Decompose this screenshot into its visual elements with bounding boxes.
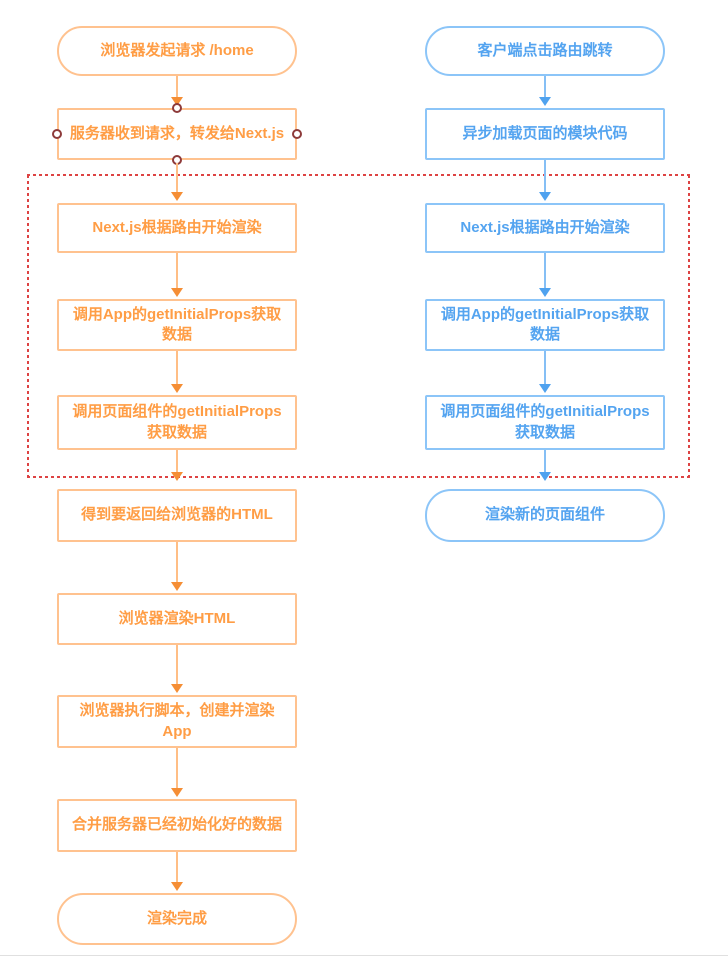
node-page-getinitialprops-server[interactable]: 调用页面组件的getInitialProps获取数据 <box>57 395 297 450</box>
node-page-getinitialprops-client[interactable]: 调用页面组件的getInitialProps获取数据 <box>425 395 665 450</box>
node-browser-execute-script[interactable]: 浏览器执行脚本，创建并渲染App <box>57 695 297 748</box>
node-label: 浏览器渲染HTML <box>118 609 236 627</box>
bottom-divider <box>0 955 728 956</box>
node-label: Next.js根据路由开始渲染 <box>92 218 262 236</box>
flow-arrow <box>171 542 183 591</box>
connection-handle-top[interactable] <box>172 103 182 113</box>
node-label: 调用App的getInitialProps获取数据 <box>72 305 282 343</box>
node-merge-server-data[interactable]: 合并服务器已经初始化好的数据 <box>57 799 297 852</box>
node-label: 浏览器执行脚本，创建并渲染App <box>79 702 275 740</box>
node-label: 渲染新的页面组件 <box>484 506 605 524</box>
node-async-load-module[interactable]: 异步加载页面的模块代码 <box>425 108 665 160</box>
node-label: 合并服务器已经初始化好的数据 <box>71 816 282 834</box>
node-label: 调用页面组件的getInitialProps获取数据 <box>72 403 282 441</box>
node-label: 渲染完成 <box>146 909 207 927</box>
node-nextjs-render-start-server[interactable]: Next.js根据路由开始渲染 <box>57 203 297 253</box>
connection-handle-left[interactable] <box>52 129 62 139</box>
node-label: 客户端点击路由跳转 <box>477 41 613 59</box>
flow-arrow <box>171 351 183 393</box>
node-app-getinitialprops-server[interactable]: 调用App的getInitialProps获取数据 <box>57 299 297 351</box>
flow-arrow <box>171 163 183 201</box>
node-nextjs-render-start-client[interactable]: Next.js根据路由开始渲染 <box>425 203 665 253</box>
node-render-new-page[interactable]: 渲染新的页面组件 <box>425 489 665 542</box>
flow-arrow <box>171 645 183 693</box>
node-client-route-click[interactable]: 客户端点击路由跳转 <box>425 26 665 76</box>
node-browser-render-html[interactable]: 浏览器渲染HTML <box>57 593 297 645</box>
flow-arrow <box>539 160 551 201</box>
node-label: 得到要返回给浏览器的HTML <box>81 506 273 524</box>
flow-arrow <box>539 253 551 297</box>
flow-arrow <box>171 748 183 797</box>
node-label: 异步加载页面的模块代码 <box>462 124 628 142</box>
node-label: 服务器收到请求，转发给Next.js <box>69 124 285 142</box>
flow-arrow <box>171 852 183 891</box>
flow-arrow <box>171 253 183 297</box>
flow-arrow <box>171 76 183 106</box>
flow-arrow <box>539 76 551 106</box>
flow-arrow <box>171 450 183 481</box>
node-server-receive-forward[interactable]: 服务器收到请求，转发给Next.js <box>57 108 297 160</box>
connection-handle-right[interactable] <box>292 129 302 139</box>
node-label: 调用页面组件的getInitialProps获取数据 <box>440 403 650 441</box>
node-label: Next.js根据路由开始渲染 <box>460 218 630 236</box>
node-browser-request[interactable]: 浏览器发起请求 /home <box>57 26 297 76</box>
node-label: 浏览器发起请求 /home <box>100 41 254 59</box>
node-html-returned[interactable]: 得到要返回给浏览器的HTML <box>57 489 297 542</box>
node-render-complete[interactable]: 渲染完成 <box>57 893 297 945</box>
node-app-getinitialprops-client[interactable]: 调用App的getInitialProps获取数据 <box>425 299 665 351</box>
node-label: 调用App的getInitialProps获取数据 <box>440 305 650 343</box>
flow-arrow <box>539 351 551 393</box>
flow-arrow <box>539 450 551 481</box>
